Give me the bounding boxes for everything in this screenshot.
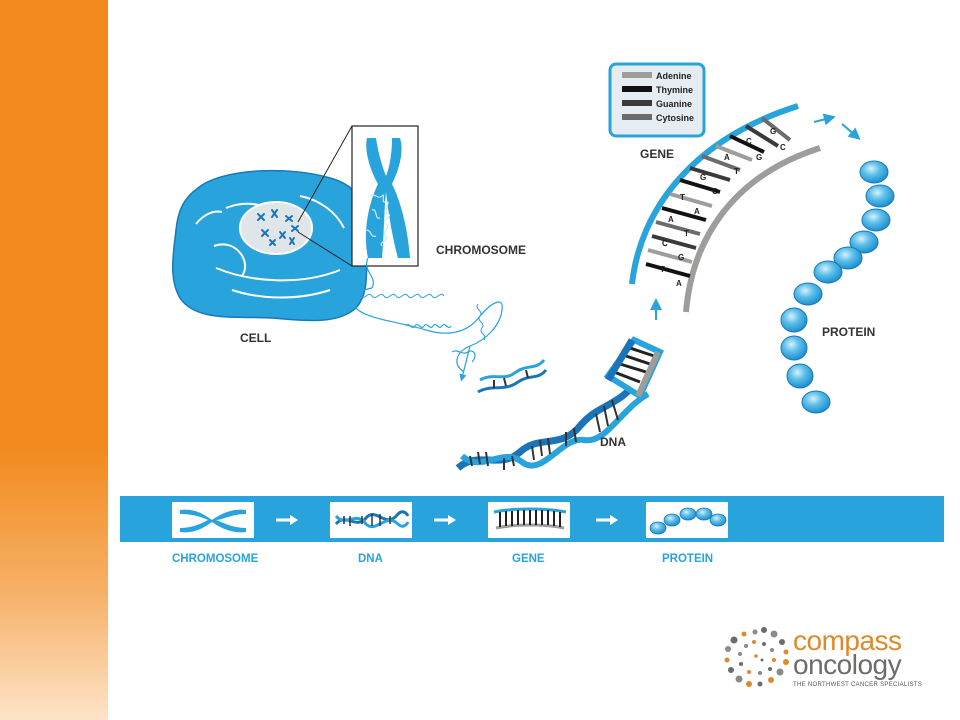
gene-letter: T [660,265,665,274]
orange-side-bar [0,0,108,720]
logo-tagline: THE NORTHWEST CANCER SPECIALISTS [793,682,923,688]
gene-letter: G [770,127,776,136]
arrow-gene-to-protein [841,123,861,140]
base-legend: Adenine Thymine Guanine Cytosine [608,62,706,138]
strip-label-dna: DNA [358,553,383,565]
zoom-line-bottom [297,231,353,267]
dna-double-helix [455,336,664,471]
gene-letter: T [684,229,689,238]
legend-label-guanine: Guanine [656,99,692,109]
strip-label-gene: GENE [512,553,545,565]
compass-oncology-logo: compass oncology THE NORTHWEST CANCER SP… [720,625,930,693]
gene-letter: C [746,137,752,146]
gene-letter: C [712,187,718,196]
strip-label-chromosome: CHROMOSOME [172,553,259,565]
chromosome-illustration [351,125,419,289]
gene-letter: A [694,207,700,216]
legend-label-adenine: Adenine [656,71,692,81]
gene-letter: T [734,167,739,176]
gene-letter: A [724,153,730,162]
gene-letter: C [662,239,668,248]
summary-strip: CHROMOSOME DNA GENE PROTEIN [120,496,944,565]
gene-letter: G [700,173,706,182]
gene-letter: A [676,279,682,288]
chromatin-coil [352,287,503,382]
legend-label-thymine: Thymine [656,85,693,95]
strip-label-protein: PROTEIN [662,553,713,565]
logo-word-oncology: oncology [793,649,902,680]
gene-letter: G [756,153,762,162]
label-chromosome: CHROMOSOME [436,243,526,257]
gene-letter: G [678,253,684,262]
gene-letter: C [780,143,786,152]
legend-label-cytosine: Cytosine [656,113,694,123]
label-gene: GENE [640,147,674,161]
label-protein: PROTEIN [822,325,875,339]
gene-letter: A [668,215,674,224]
legend-swatch [622,100,652,106]
legend-swatch [622,114,652,120]
protein-chain [780,160,895,414]
label-cell: CELL [240,331,271,345]
legend-swatch [622,86,652,92]
legend-swatch [622,72,652,78]
arrow-gene-to-protein [813,113,836,126]
gene-ladder: T A C G A T T A G C A T C G G C [629,103,821,313]
gene-letter: T [680,193,685,202]
cell-illustration [171,169,370,322]
compass-logo-mark [724,627,789,687]
label-dna: DNA [600,435,626,449]
logo-word-compass: compass [793,625,902,656]
zoom-line-top [297,125,353,223]
